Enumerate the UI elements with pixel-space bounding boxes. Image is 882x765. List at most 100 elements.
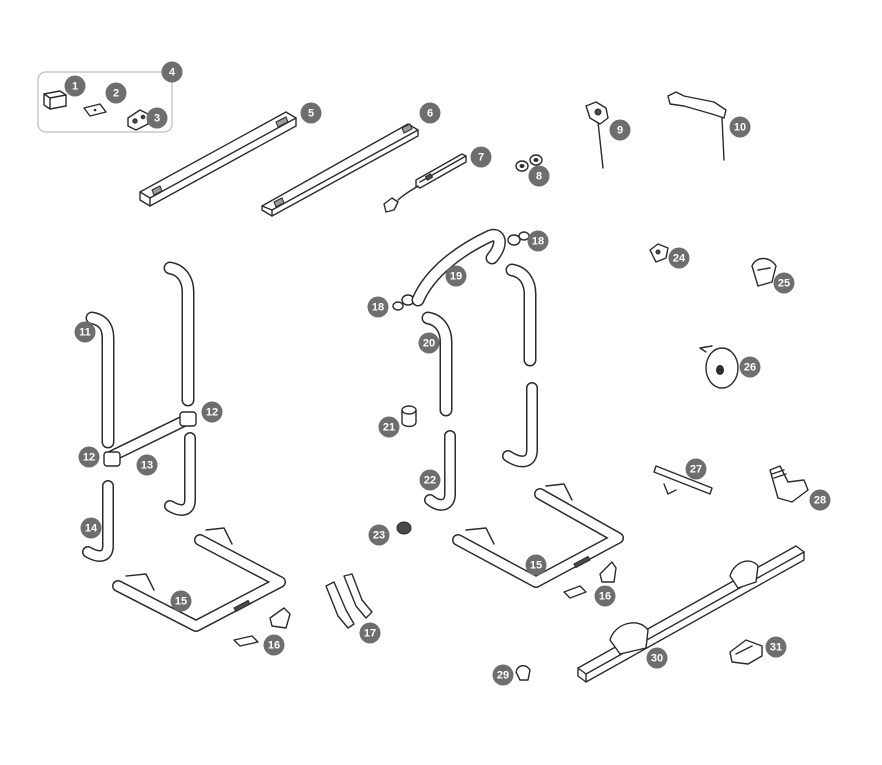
part-18-cap-upper — [507, 231, 530, 246]
callout-badge: 24 — [668, 247, 690, 269]
part-7-rail-with-cable — [383, 153, 467, 213]
callout-number: 29 — [497, 670, 509, 682]
part-15-frame-right — [452, 483, 624, 588]
callout-circle — [773, 272, 795, 294]
callout-number: 1 — [72, 81, 78, 93]
callout-number: 30 — [651, 653, 663, 665]
part-28-holder — [769, 465, 809, 503]
callout-circle — [300, 102, 322, 124]
part-upright-tube-tall — [163, 261, 195, 407]
callout-circle — [646, 647, 668, 669]
part-12-connector-left — [103, 451, 121, 467]
part-2-plate — [83, 103, 107, 117]
callout-badge: 3 — [146, 107, 168, 129]
callout-badge: 29 — [492, 664, 514, 686]
part-18-cap-lower — [392, 294, 415, 311]
callout-badge: 5 — [300, 102, 322, 124]
part-16-brackets-left — [233, 607, 291, 647]
part-31-base-clamp — [729, 639, 763, 665]
part-9-strap-clamp — [585, 101, 609, 169]
callout-number: 31 — [770, 642, 782, 654]
callout-number: 22 — [424, 475, 436, 487]
callout-circle — [368, 524, 390, 546]
callout-circle — [418, 332, 440, 354]
callout-number: 4 — [169, 67, 176, 79]
part-20-upright-tube — [421, 311, 453, 417]
callout-circle — [80, 517, 102, 539]
callout-number: 2 — [113, 88, 119, 100]
callout-circle — [359, 622, 381, 644]
callout-circle — [161, 61, 183, 83]
callout-number: 27 — [690, 464, 702, 476]
part-22-j-tube — [424, 430, 456, 511]
callout-badge: 10 — [729, 116, 751, 138]
callout-badge: 16 — [594, 585, 616, 607]
callout-number: 6 — [427, 108, 433, 120]
callout-circle — [64, 75, 86, 97]
part-24-clip — [649, 243, 669, 263]
callout-badge: 22 — [419, 469, 441, 491]
callout-badge: 4 — [161, 61, 183, 83]
callout-circle — [263, 634, 285, 656]
callout-number: 26 — [744, 362, 756, 374]
part-1-end-cap — [43, 90, 67, 110]
callout-number: 23 — [373, 530, 385, 542]
callout-badge: 15 — [525, 554, 547, 576]
callout-badge: 9 — [609, 119, 631, 141]
callout-circle — [525, 554, 547, 576]
callout-number: 17 — [364, 628, 376, 640]
callout-number: 16 — [599, 591, 611, 603]
part-26-tape-roll — [699, 345, 739, 389]
callout-number: 13 — [141, 460, 153, 472]
part-23-knob — [396, 521, 412, 535]
callout-badge: 18 — [527, 230, 549, 252]
callout-badge: 28 — [809, 489, 831, 511]
callout-circle — [594, 585, 616, 607]
callout-number: 10 — [734, 122, 746, 134]
callout-badge: 11 — [74, 321, 96, 343]
callout-number: 15 — [175, 596, 187, 608]
callout-circle — [492, 664, 514, 686]
callout-number: 20 — [423, 338, 435, 350]
callout-badge: 6 — [419, 102, 441, 124]
callout-badge: 26 — [739, 356, 761, 378]
part-3-lock — [127, 109, 149, 131]
callout-badge: 1 — [64, 75, 86, 97]
callout-circle — [739, 356, 761, 378]
callout-badge: 30 — [646, 647, 668, 669]
callout-badge: 17 — [359, 622, 381, 644]
callout-number: 5 — [308, 108, 314, 120]
part-8-collars — [515, 154, 543, 172]
callout-circle — [470, 146, 492, 168]
part-5-rail — [139, 111, 297, 207]
callout-circle — [528, 165, 550, 187]
part-14-j-tube — [82, 480, 114, 562]
callout-badge: 25 — [773, 272, 795, 294]
callout-circle — [668, 247, 690, 269]
callout-circle — [527, 230, 549, 252]
part-19-bent-tube — [411, 228, 506, 307]
callout-number: 11 — [79, 327, 91, 339]
callout-circle — [78, 446, 100, 468]
callout-circle — [729, 116, 751, 138]
part-6-rail — [261, 123, 419, 217]
callout-number: 9 — [617, 125, 623, 137]
part-16-brackets-right — [563, 561, 617, 599]
part-25-cover — [751, 257, 777, 287]
callout-circle — [419, 469, 441, 491]
callout-badge: 31 — [765, 636, 787, 658]
callout-number: 8 — [536, 171, 542, 183]
callout-number: 12 — [83, 452, 95, 464]
callout-badge: 12 — [78, 446, 100, 468]
callout-circle — [136, 454, 158, 476]
part-21-collar — [401, 405, 417, 428]
callout-circle — [146, 107, 168, 129]
callout-badge: 7 — [470, 146, 492, 168]
callout-circle — [170, 590, 192, 612]
callout-number: 12 — [206, 407, 218, 419]
callout-number: 24 — [673, 253, 686, 265]
callout-badge: 15 — [170, 590, 192, 612]
part-17-clamps — [325, 573, 373, 629]
callout-badge: 27 — [685, 458, 707, 480]
callout-number: 14 — [85, 523, 98, 535]
